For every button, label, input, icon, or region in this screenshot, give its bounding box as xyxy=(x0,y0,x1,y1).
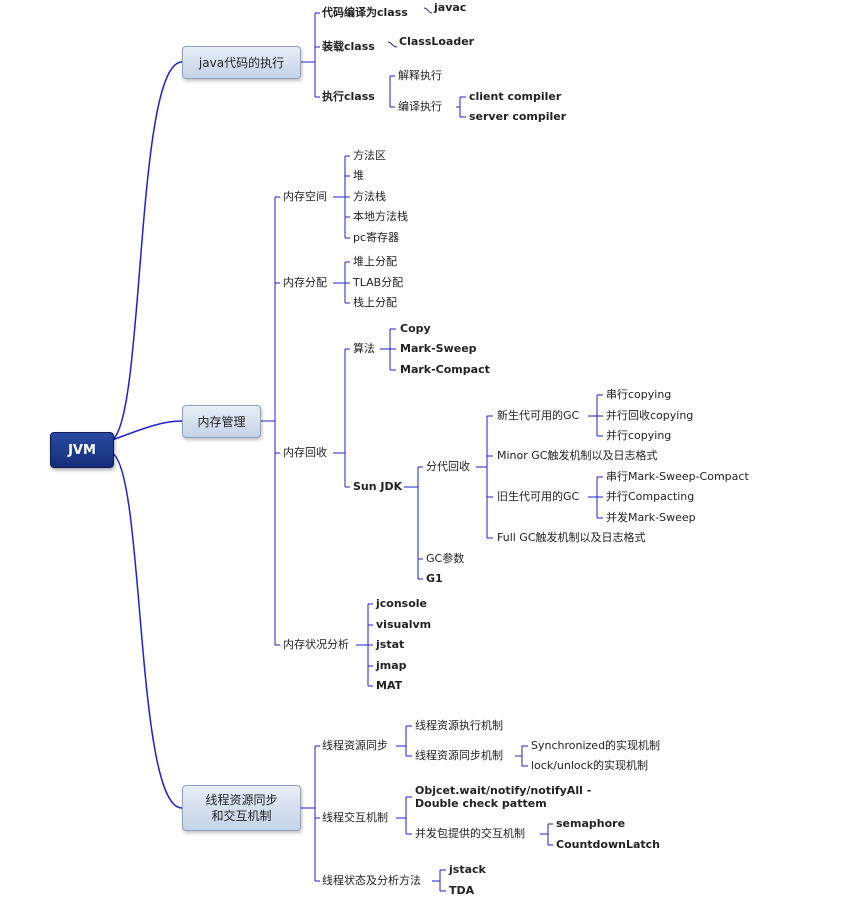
node-concurrent-mark-sweep[interactable]: 并发Mark-Sweep xyxy=(606,511,696,524)
node-compile-exec[interactable]: 编译执行 xyxy=(398,100,442,113)
node-minor-gc[interactable]: Minor GC触发机制以及日志格式 xyxy=(497,449,657,463)
node-jconsole[interactable]: jconsole xyxy=(376,597,428,610)
root-node-jvm[interactable]: JVM xyxy=(50,432,114,468)
node-jstack[interactable]: jstack xyxy=(449,863,486,876)
node-label: java代码的执行 xyxy=(198,56,285,70)
node-label-line-1: Objcet.wait/notify/notifyAll - xyxy=(415,784,592,797)
node-label: lock/unlock的实现机制 xyxy=(531,759,649,772)
node-tda[interactable]: TDA xyxy=(449,884,475,897)
node-thread-exec-mech[interactable]: 线程资源执行机制 xyxy=(415,719,503,732)
node-jmap[interactable]: jmap xyxy=(376,659,407,672)
node-thread-resource-sync[interactable]: 线程资源同步 xyxy=(322,739,388,752)
node-label: 代码编译为class xyxy=(322,6,408,19)
node-label: 装载class xyxy=(322,40,375,53)
node-native-method-stack[interactable]: 本地方法栈 xyxy=(353,210,408,223)
node-memory-space[interactable]: 内存空间 xyxy=(283,190,327,203)
node-thread-sync-mech[interactable]: 线程资源同步机制 xyxy=(415,749,503,762)
node-classloader[interactable]: ClassLoader xyxy=(399,35,475,48)
node-mat[interactable]: MAT xyxy=(376,679,403,692)
node-countdownlatch[interactable]: CountdownLatch xyxy=(556,838,661,851)
node-memory-allocation[interactable]: 内存分配 xyxy=(283,276,327,289)
node-label-line-2: 和交互机制 xyxy=(211,809,272,823)
node-mark-compact[interactable]: Mark-Compact xyxy=(400,363,490,376)
node-parallel-compacting[interactable]: 并行Compacting xyxy=(606,490,695,503)
node-memory-analysis[interactable]: 内存状况分析 xyxy=(283,638,349,651)
node-jstat[interactable]: jstat xyxy=(376,638,405,651)
node-label: 旧生代可用的GC xyxy=(497,490,580,503)
node-label: Full GC触发机制以及日志格式 xyxy=(497,531,646,544)
node-javac[interactable]: javac xyxy=(434,1,467,14)
node-exec-class[interactable]: 执行class xyxy=(322,90,375,104)
node-g1[interactable]: G1 xyxy=(426,572,443,585)
node-compile-to-class[interactable]: 代码编译为class xyxy=(322,6,408,20)
node-concurrent-package[interactable]: 并发包提供的交互机制 xyxy=(415,827,525,840)
node-label: 执行class xyxy=(322,90,375,103)
node-memory-management[interactable]: 内存管理 xyxy=(182,405,261,438)
node-serial-copying[interactable]: 串行copying xyxy=(606,388,672,401)
node-heap[interactable]: 堆 xyxy=(353,169,364,182)
node-label: 内存管理 xyxy=(197,415,246,429)
node-thread-state-analysis[interactable]: 线程状态及分析方法 xyxy=(322,874,421,887)
node-label: Minor GC触发机制以及日志格式 xyxy=(497,449,658,462)
node-full-gc[interactable]: Full GC触发机制以及日志格式 xyxy=(497,531,646,545)
node-young-gen-gc[interactable]: 新生代可用的GC xyxy=(497,409,579,423)
node-copy[interactable]: Copy xyxy=(400,322,431,335)
node-memory-gc[interactable]: 内存回收 xyxy=(283,446,327,459)
node-client-compiler[interactable]: client compiler xyxy=(469,90,562,103)
node-tlab-alloc[interactable]: TLAB分配 xyxy=(353,276,404,289)
node-method-stack[interactable]: 方法栈 xyxy=(353,190,386,203)
node-visualvm[interactable]: visualvm xyxy=(376,618,432,631)
node-thread-interaction[interactable]: 线程交互机制 xyxy=(322,811,388,824)
node-method-area[interactable]: 方法区 xyxy=(353,149,386,162)
node-generational-gc[interactable]: 分代回收 xyxy=(426,460,470,473)
node-synchronized[interactable]: Synchronized的实现机制 xyxy=(531,739,660,753)
node-parallel-scavenge-copying[interactable]: 并行回收copying xyxy=(606,409,694,422)
node-load-class[interactable]: 装载class xyxy=(322,40,375,54)
node-stack-alloc[interactable]: 栈上分配 xyxy=(353,296,397,309)
node-thread-sync[interactable]: 线程资源同步 和交互机制 xyxy=(182,785,301,831)
node-label: Synchronized的实现机制 xyxy=(531,739,661,752)
node-lock-unlock[interactable]: lock/unlock的实现机制 xyxy=(531,759,648,773)
node-server-compiler[interactable]: server compiler xyxy=(469,110,567,123)
node-label: 新生代可用的GC xyxy=(497,409,580,422)
node-label-line-1: 线程资源同步 xyxy=(205,793,278,807)
node-java-execution[interactable]: java代码的执行 xyxy=(182,46,301,79)
node-serial-msc[interactable]: 串行Mark-Sweep-Compact xyxy=(606,470,749,483)
node-mark-sweep[interactable]: Mark-Sweep xyxy=(400,342,477,355)
node-old-gen-gc[interactable]: 旧生代可用的GC xyxy=(497,490,579,504)
node-algorithm[interactable]: 算法 xyxy=(353,342,375,355)
node-gc-params[interactable]: GC参数 xyxy=(426,552,465,565)
node-label-line-2: Double check pattem xyxy=(415,797,547,810)
node-wait-notify[interactable]: Objcet.wait/notify/notifyAll - Double ch… xyxy=(415,784,591,810)
node-pc-register[interactable]: pc寄存器 xyxy=(353,231,400,244)
node-semaphore[interactable]: semaphore xyxy=(556,817,626,830)
node-heap-alloc[interactable]: 堆上分配 xyxy=(353,255,397,268)
node-interpret[interactable]: 解释执行 xyxy=(398,69,442,82)
node-parallel-copying[interactable]: 并行copying xyxy=(606,429,672,442)
node-sun-jdk[interactable]: Sun JDK xyxy=(353,480,403,493)
